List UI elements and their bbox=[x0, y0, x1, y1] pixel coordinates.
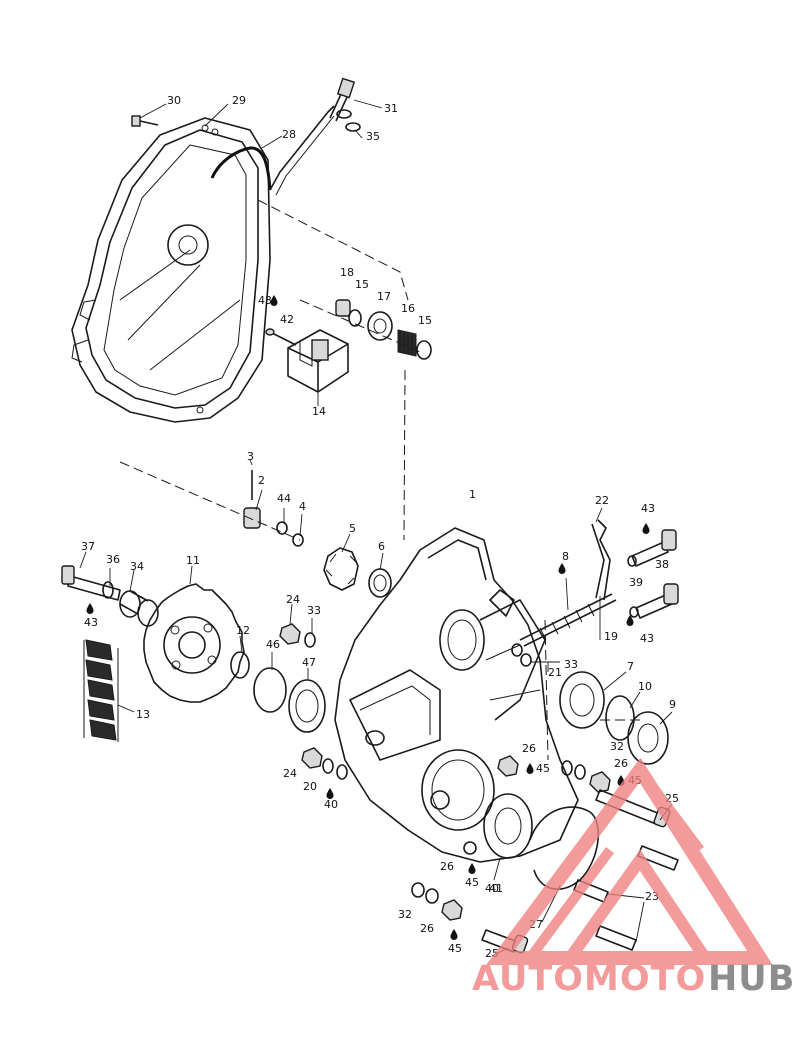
assembly-centerlines bbox=[119, 199, 640, 761]
watermark-logo: AUTOMOTO HUB bbox=[472, 757, 795, 999]
sprocket-bolt bbox=[61, 565, 121, 601]
tensioner-bolt bbox=[329, 77, 361, 132]
callout-19: 19 bbox=[604, 630, 618, 643]
callout-29: 29 bbox=[232, 94, 246, 107]
callout-26c: 26 bbox=[440, 860, 454, 873]
callout-45c: 45 bbox=[465, 876, 479, 889]
chain-guide-wire bbox=[210, 105, 335, 196]
tensioner-spring-assembly bbox=[511, 519, 617, 667]
adjuster-bolts bbox=[627, 529, 679, 619]
chaincase-cover bbox=[71, 117, 271, 423]
callout-33a: 33 bbox=[307, 604, 321, 617]
callout-8: 8 bbox=[562, 550, 569, 563]
callout-12: 12 bbox=[236, 624, 250, 637]
callout-45a: 45 bbox=[536, 762, 550, 775]
main-chaincase-housing bbox=[334, 527, 579, 863]
lower-nut-washer bbox=[301, 747, 348, 780]
callout-40b: 40 bbox=[485, 882, 499, 895]
callout-40a: 40 bbox=[324, 798, 338, 811]
callout-24a: 24 bbox=[286, 593, 300, 606]
callout-43c: 43 bbox=[84, 616, 98, 629]
callout-36: 36 bbox=[106, 553, 120, 566]
callout-15b: 15 bbox=[418, 314, 432, 327]
callout-32b: 32 bbox=[398, 908, 412, 921]
callout-37: 37 bbox=[81, 540, 95, 553]
callout-11: 11 bbox=[186, 554, 200, 567]
callout-4: 4 bbox=[299, 500, 306, 513]
callout-24b: 24 bbox=[283, 767, 297, 780]
callout-39: 39 bbox=[629, 576, 643, 589]
callout-22: 22 bbox=[595, 494, 609, 507]
callout-1: 1 bbox=[469, 488, 476, 501]
callout-43d: 43 bbox=[640, 632, 654, 645]
callout-38: 38 bbox=[655, 558, 669, 571]
watermark-brand-part1: AUTOMOTO bbox=[472, 959, 706, 999]
chain-tensioner bbox=[287, 329, 349, 393]
callout-34: 34 bbox=[130, 560, 144, 573]
callout-35: 35 bbox=[366, 130, 380, 143]
right-bearings bbox=[559, 671, 669, 765]
callout-7: 7 bbox=[627, 660, 634, 673]
callout-28: 28 bbox=[282, 128, 296, 141]
small-hardware bbox=[411, 755, 611, 921]
callout-3: 3 bbox=[247, 450, 254, 463]
callout-17: 17 bbox=[377, 290, 391, 303]
callout-32a: 32 bbox=[610, 740, 624, 753]
callout-26d: 26 bbox=[420, 922, 434, 935]
callout-16: 16 bbox=[401, 302, 415, 315]
callout-43a: 43 bbox=[258, 294, 272, 307]
cover-screw bbox=[131, 115, 159, 127]
callout-42: 42 bbox=[280, 313, 294, 326]
drive-chain bbox=[83, 639, 119, 742]
callout-46: 46 bbox=[266, 638, 280, 651]
callout-44: 44 bbox=[277, 492, 291, 505]
lower-shaft-parts bbox=[230, 623, 326, 733]
callout-5: 5 bbox=[349, 522, 356, 535]
callout-10: 10 bbox=[638, 680, 652, 693]
callout-13: 13 bbox=[136, 708, 150, 721]
callout-30: 30 bbox=[167, 94, 181, 107]
callout-20: 20 bbox=[303, 780, 317, 793]
callout-21: 21 bbox=[548, 666, 562, 679]
callout-31: 31 bbox=[384, 102, 398, 115]
sprocket-spacer bbox=[119, 590, 159, 627]
callout-6: 6 bbox=[378, 540, 385, 553]
callout-18: 18 bbox=[340, 266, 354, 279]
watermark-brand-part2: HUB bbox=[708, 959, 795, 999]
callout-labels: 1 2 3 4 5 6 7 8 9 10 11 12 13 14 15 15 1… bbox=[81, 94, 679, 960]
callout-26a: 26 bbox=[522, 742, 536, 755]
callout-45d: 45 bbox=[448, 942, 462, 955]
callout-26b: 26 bbox=[614, 757, 628, 770]
leader-lines bbox=[79, 99, 673, 957]
callout-41: 41 bbox=[489, 882, 503, 895]
callout-15a: 15 bbox=[355, 278, 369, 291]
callout-2: 2 bbox=[258, 474, 265, 487]
callout-9: 9 bbox=[669, 698, 676, 711]
tensioner-shaft-parts bbox=[335, 299, 432, 360]
callout-47: 47 bbox=[302, 656, 316, 669]
callout-14: 14 bbox=[312, 405, 326, 418]
upper-shaft-parts bbox=[243, 470, 392, 598]
callout-33b: 33 bbox=[564, 658, 578, 671]
tensioner-screw bbox=[265, 328, 297, 346]
drive-sprocket bbox=[143, 583, 245, 703]
callout-43b: 43 bbox=[641, 502, 655, 515]
